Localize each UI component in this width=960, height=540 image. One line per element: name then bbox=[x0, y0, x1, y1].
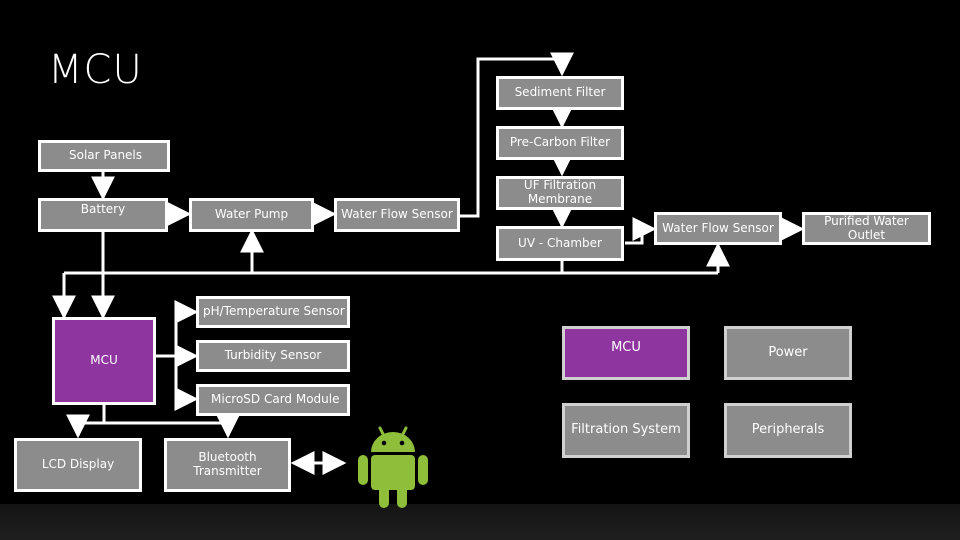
legend-power: Power bbox=[724, 326, 852, 380]
legend-peripherals-label: Peripherals bbox=[751, 422, 825, 438]
water-pump-label: Water Pump bbox=[214, 207, 289, 222]
solar-panels-block: Solar Panels bbox=[38, 140, 170, 172]
mcu-label: MCU bbox=[90, 353, 118, 368]
water-pump-block: Water Pump bbox=[189, 198, 314, 232]
microsd-card-module-block: MicroSD Card Module bbox=[196, 384, 350, 416]
uf-filtration-membrane-block: UF Filtration Membrane bbox=[496, 176, 624, 210]
sediment-filter-label: Sediment Filter bbox=[514, 85, 606, 100]
legend-mcu-label: MCU bbox=[611, 340, 641, 355]
wire-flow-to-sediment bbox=[460, 52, 574, 218]
pre-carbon-filter-label: Pre-Carbon Filter bbox=[509, 135, 611, 150]
turbidity-sensor-block: Turbidity Sensor bbox=[196, 340, 350, 372]
wire-uv-to-flow2 bbox=[625, 217, 657, 245]
pre-carbon-filter-block: Pre-Carbon Filter bbox=[496, 126, 624, 160]
turbidity-sensor-label: Turbidity Sensor bbox=[224, 348, 322, 363]
purified-water-outlet-block: Purified Water Outlet bbox=[802, 212, 931, 245]
wire-mcu-to-lcd bbox=[66, 405, 106, 439]
legend-filtration-system-label: Filtration System bbox=[571, 422, 681, 438]
microsd-card-module-label: MicroSD Card Module bbox=[211, 392, 340, 407]
slide-title: MCU bbox=[48, 47, 143, 93]
water-flow-sensor-2-label: Water Flow Sensor bbox=[662, 220, 774, 235]
ph-temperature-sensor-block: pH/Temperature Sensor bbox=[196, 296, 350, 328]
solar-panels-label: Solar Panels bbox=[69, 148, 143, 163]
footer-band bbox=[0, 504, 960, 540]
water-flow-sensor-1-label: Water Flow Sensor bbox=[341, 207, 453, 222]
battery-block: Battery bbox=[38, 198, 168, 232]
mcu-block: MCU bbox=[52, 317, 156, 405]
legend-power-label: Power bbox=[768, 344, 808, 360]
bluetooth-transmitter-label: Bluetooth Transmitter bbox=[193, 450, 262, 478]
legend-peripherals: Peripherals bbox=[724, 403, 852, 458]
lcd-display-label: LCD Display bbox=[41, 457, 115, 472]
uf-filtration-membrane-label: UF Filtration Membrane bbox=[523, 178, 597, 206]
purified-water-outlet-label: Purified Water Outlet bbox=[824, 213, 909, 242]
lcd-display-block: LCD Display bbox=[14, 438, 142, 492]
uv-chamber-label: UV - Chamber bbox=[518, 235, 602, 250]
wire-lcd-bt-bus bbox=[104, 414, 240, 439]
battery-label: Battery bbox=[80, 202, 126, 216]
uv-chamber-block: UV - Chamber bbox=[496, 226, 624, 261]
android-robot-icon bbox=[358, 426, 428, 508]
water-flow-sensor-1-block: Water Flow Sensor bbox=[334, 198, 460, 232]
water-flow-sensor-2-block: Water Flow Sensor bbox=[654, 212, 782, 245]
legend-mcu: MCU bbox=[562, 326, 690, 380]
ph-temperature-sensor-label: pH/Temperature Sensor bbox=[203, 304, 345, 319]
sediment-filter-block: Sediment Filter bbox=[496, 76, 624, 110]
bluetooth-transmitter-block: Bluetooth Transmitter bbox=[164, 438, 291, 492]
legend-filtration-system: Filtration System bbox=[562, 403, 690, 458]
